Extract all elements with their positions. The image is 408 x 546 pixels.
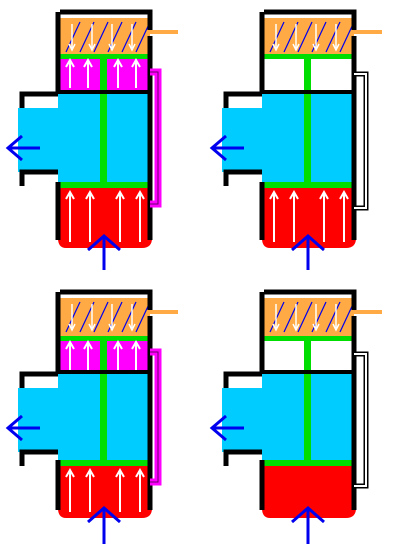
spring-force-arrow-head bbox=[272, 323, 280, 332]
outlet-flow-arrow-head bbox=[5, 414, 23, 442]
piston-bottom-plate bbox=[264, 460, 352, 466]
upper-pressure-arrow-head bbox=[65, 57, 75, 68]
outlet-flow-arrow-head bbox=[209, 414, 227, 442]
inlet-pressure-arrow-head bbox=[339, 189, 349, 200]
spring-force-arrow-head bbox=[128, 323, 136, 332]
chamber-divider bbox=[262, 370, 356, 374]
piston-rod bbox=[304, 58, 311, 182]
inlet-flow-arrow-head bbox=[291, 506, 325, 524]
bypass-line-inner bbox=[354, 73, 367, 209]
spring-coil bbox=[65, 301, 81, 333]
spring-force-arrow-head bbox=[68, 43, 76, 52]
spring-force-arrow-head bbox=[292, 43, 300, 52]
piston-rod bbox=[100, 58, 107, 182]
piston-rod bbox=[100, 340, 107, 460]
spring-force-arrow-head bbox=[312, 323, 320, 332]
bypass-line-edge bbox=[150, 71, 159, 205]
spring-coil bbox=[297, 301, 313, 333]
inlet-pressure-arrow-head bbox=[289, 189, 299, 200]
inlet-chamber bbox=[262, 464, 356, 518]
outlet-chamber bbox=[222, 94, 354, 182]
inlet-chamber bbox=[262, 186, 356, 248]
spring-force-arrow-head bbox=[312, 43, 320, 52]
spring-coil bbox=[93, 21, 109, 53]
bypass-line-inner bbox=[354, 353, 367, 487]
spring-coil bbox=[93, 301, 109, 333]
valve-body-outline bbox=[19, 289, 153, 510]
piston-bottom-plate bbox=[60, 182, 148, 188]
piston-top-plate bbox=[264, 54, 352, 59]
inlet-pressure-arrow-head bbox=[135, 467, 145, 478]
spring-force-arrow-head bbox=[292, 323, 300, 332]
inlet-chamber bbox=[58, 464, 152, 518]
piston-top-plate bbox=[60, 336, 148, 341]
spring-force-arrow-head bbox=[272, 43, 280, 52]
spring-force-arrow-head bbox=[332, 43, 340, 52]
inlet-flow-arrow-head bbox=[87, 506, 121, 524]
inlet-pressure-arrow-head bbox=[319, 189, 329, 200]
piston-rod bbox=[304, 340, 311, 460]
valve-body-outline bbox=[223, 289, 357, 510]
panel-bottom-left bbox=[5, 289, 178, 544]
inlet-flow-arrow-head bbox=[291, 234, 325, 252]
inlet-pressure-arrow-head bbox=[115, 467, 125, 478]
inlet-pressure-arrow-head bbox=[85, 189, 95, 200]
spring-force-arrow-head bbox=[332, 323, 340, 332]
spring-coil bbox=[65, 21, 81, 53]
spring-force-arrow-head bbox=[128, 43, 136, 52]
spring-force-arrow-head bbox=[68, 323, 76, 332]
spring-coil bbox=[297, 21, 313, 53]
piston-top-plate bbox=[264, 336, 352, 341]
chamber-divider bbox=[58, 90, 152, 94]
valve-body-outline bbox=[19, 9, 153, 240]
panel-top-left bbox=[5, 9, 178, 270]
piston-bottom-plate bbox=[264, 182, 352, 188]
outlet-chamber bbox=[222, 374, 354, 460]
spring-force-arrow-head bbox=[88, 323, 96, 332]
spring-force-arrow-head bbox=[88, 43, 96, 52]
spring-coil bbox=[269, 301, 285, 333]
outlet-chamber bbox=[18, 94, 150, 182]
inlet-flow-arrow-head bbox=[87, 234, 121, 252]
upper-pressure-arrow-head bbox=[113, 57, 123, 68]
chamber-divider bbox=[58, 370, 152, 374]
spring-coil bbox=[325, 301, 341, 333]
inlet-pressure-arrow-head bbox=[65, 189, 75, 200]
upper-pressure-arrow-head bbox=[113, 339, 123, 350]
spring-coil bbox=[121, 301, 137, 333]
spring-force-arrow-head bbox=[108, 43, 116, 52]
panel-bottom-right bbox=[209, 289, 382, 544]
inlet-pressure-arrow-head bbox=[85, 467, 95, 478]
upper-pressure-arrow-head bbox=[131, 339, 141, 350]
upper-pressure-arrow-head bbox=[83, 57, 93, 68]
outlet-chamber bbox=[18, 374, 150, 460]
upper-pressure-arrow-head bbox=[83, 339, 93, 350]
spring-coil bbox=[121, 21, 137, 53]
panel-top-right bbox=[209, 9, 382, 270]
inlet-chamber bbox=[58, 186, 152, 248]
inlet-pressure-arrow-head bbox=[135, 189, 145, 200]
upper-pressure-arrow-head bbox=[131, 57, 141, 68]
inlet-pressure-arrow-head bbox=[65, 467, 75, 478]
chamber-divider bbox=[262, 90, 356, 94]
spring-force-arrow-head bbox=[108, 323, 116, 332]
inlet-pressure-arrow-head bbox=[269, 189, 279, 200]
valve-body-outline bbox=[223, 9, 357, 240]
upper-pressure-arrow-head bbox=[65, 339, 75, 350]
spring-coil bbox=[269, 21, 285, 53]
piston-top-plate bbox=[60, 54, 148, 59]
outlet-flow-arrow-head bbox=[209, 134, 227, 162]
outlet-flow-arrow-head bbox=[5, 134, 23, 162]
bypass-line-edge bbox=[150, 351, 159, 483]
spring-coil bbox=[325, 21, 341, 53]
inlet-pressure-arrow-head bbox=[115, 189, 125, 200]
piston-bottom-plate bbox=[60, 460, 148, 466]
